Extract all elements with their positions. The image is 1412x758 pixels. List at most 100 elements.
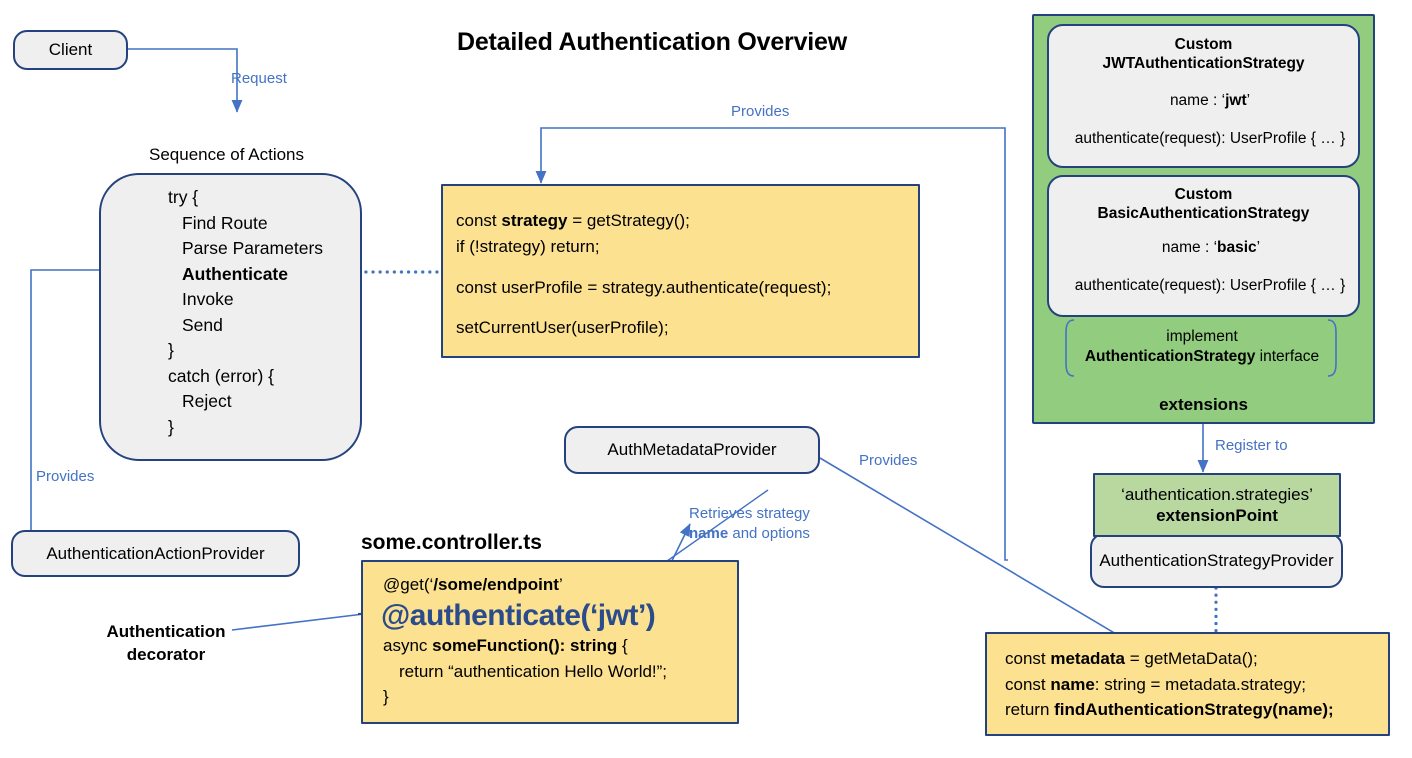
card-basic-title: Custom BasicAuthenticationStrategy — [1049, 177, 1358, 224]
sequence-line-close-try: } — [168, 340, 174, 360]
edge-label-provides-top: Provides — [731, 103, 790, 120]
note-implement-line1: implement — [1166, 328, 1238, 345]
card-jwt-title: Custom JWTAuthenticationStrategy — [1049, 26, 1358, 74]
sequence-line-find-route: Find Route — [182, 212, 268, 233]
card-jwt-name-row: name : ‘jwt’ — [1049, 74, 1358, 110]
controller-code-get-path: /some/endpoint — [433, 575, 559, 594]
controller-code-line-get: @get(‘/some/endpoint’ — [383, 572, 737, 598]
strategy-code-line-2: if (!strategy) return; — [456, 237, 600, 257]
controller-code-fn-post: { — [617, 636, 628, 656]
provider-code: const metadata = getMetaData(); const na… — [987, 634, 1388, 723]
caption-authentication-decorator-line2: decorator — [126, 644, 206, 664]
edge-label-retrieves-name: name — [689, 525, 729, 543]
card-jwt-title-line1: Custom — [1174, 36, 1233, 53]
edge-label-retrieves-line1: Retrieves strategy — [689, 505, 810, 522]
provider-code-l1-pre: const — [1005, 649, 1051, 668]
sequence-line-reject: Reject — [182, 391, 232, 411]
provider-code-l2-pre: const — [1005, 674, 1051, 694]
node-client-label: Client — [48, 40, 93, 59]
card-basic-authentication-strategy[interactable]: Custom BasicAuthenticationStrategy name … — [1047, 175, 1360, 317]
sequence-line-authenticate[interactable]: Authenticate — [182, 263, 288, 284]
note-implement-tail: interface — [1255, 348, 1320, 366]
caption-controller-filename: some.controller.ts — [361, 531, 542, 554]
sequence-line-try: try { — [168, 187, 199, 207]
strategy-code-spacer-2 — [456, 301, 918, 315]
sequence-line-close-catch: } — [168, 416, 174, 437]
edge-label-register-to: Register to — [1215, 437, 1288, 454]
node-authentication-action-provider-label: AuthenticationActionProvider — [46, 543, 265, 563]
strategy-code-line-1: const strategy = getStrategy(); — [456, 208, 918, 234]
caption-authentication-decorator-line1: Authentication — [106, 622, 226, 641]
card-jwt-name-value: jwt — [1225, 91, 1247, 109]
strategy-code-line-4: setCurrentUser(userProfile); — [456, 318, 669, 338]
node-extension-point-line2: extensionPoint — [1156, 506, 1278, 525]
node-auth-metadata-provider[interactable]: AuthMetadataProvider — [564, 426, 820, 474]
provider-code-l1-post: = getMetaData(); — [1125, 649, 1258, 668]
provider-code-l3-bold: findAuthenticationStrategy(name); — [1054, 700, 1334, 719]
controller-code-line-fn: async someFunction(): string { — [383, 633, 737, 659]
strategy-code-l1-pre: const — [456, 211, 502, 230]
node-controller-code-box[interactable]: @get(‘/some/endpoint’ @authenticate(‘jwt… — [361, 560, 739, 724]
edge-client-to-sequence — [128, 48, 243, 113]
card-basic-title-line1: Custom — [1174, 186, 1233, 203]
card-jwt-method: authenticate(request): UserProfile { … } — [1074, 129, 1346, 147]
card-basic-title-line2: BasicAuthenticationStrategy — [1097, 205, 1310, 223]
note-implement-interface-name: AuthenticationStrategy — [1084, 348, 1256, 366]
controller-code-fn-pre: async — [383, 636, 433, 656]
provider-code-l1-bold: metadata — [1050, 649, 1125, 668]
strategy-code-l1-bold: strategy — [501, 211, 568, 230]
node-client[interactable]: Client — [13, 30, 128, 70]
provider-code-line-2: const name: string = metadata.strategy; — [1005, 672, 1388, 698]
card-basic-name-row: name : ‘basic’ — [1049, 224, 1358, 257]
node-sequence-of-actions[interactable] — [99, 173, 362, 461]
sequence-line-catch: catch (error) { — [168, 365, 274, 386]
edge-label-retrieves-strategy: Retrieves strategy name and options — [689, 504, 810, 545]
controller-code-get-post: ’ — [558, 575, 563, 594]
sequence-line-send: Send — [182, 314, 223, 335]
node-extension-point[interactable]: ‘authentication.strategies’ extensionPoi… — [1093, 473, 1341, 537]
sequence-caption: Sequence of Actions — [149, 145, 305, 164]
controller-code-authenticate-decorator[interactable]: @authenticate(‘jwt’) — [381, 598, 656, 632]
controller-code-line-return: return “authentication Hello World!”; — [399, 661, 668, 681]
node-authentication-strategy-provider-label: AuthenticationStrategyProvider — [1099, 550, 1334, 570]
strategy-code-spacer-1 — [456, 261, 918, 275]
sequence-line-parse-parameters: Parse Parameters — [182, 238, 324, 258]
provider-code-l3-pre: return — [1005, 700, 1055, 719]
node-strategy-code-box[interactable]: const strategy = getStrategy(); if (!str… — [441, 184, 920, 358]
node-provider-code-box[interactable]: const metadata = getMetaData(); const na… — [985, 632, 1390, 736]
card-jwt-authentication-strategy[interactable]: Custom JWTAuthenticationStrategy name : … — [1047, 24, 1360, 168]
provider-code-line-1: const metadata = getMetaData(); — [1005, 646, 1388, 672]
edge-decorator-label-to-controller — [231, 612, 373, 631]
card-basic-method: authenticate(request): UserProfile { … } — [1074, 276, 1346, 294]
edge-label-provides-metadata: Provides — [859, 452, 918, 469]
card-jwt-name-close: ’ — [1246, 91, 1251, 109]
controller-code-line-close: } — [383, 687, 389, 707]
strategy-code-l1-post: = getStrategy(); — [567, 211, 690, 230]
caption-authentication-decorator: Authentication decorator — [96, 621, 236, 667]
edge-label-request: Request — [231, 70, 287, 87]
card-jwt-title-line2: JWTAuthenticationStrategy — [1102, 55, 1305, 73]
card-basic-name-value: basic — [1217, 238, 1257, 256]
node-auth-metadata-provider-label: AuthMetadataProvider — [607, 440, 777, 459]
controller-code: @get(‘/some/endpoint’ @authenticate(‘jwt… — [363, 562, 737, 710]
node-authentication-action-provider[interactable]: AuthenticationActionProvider — [11, 530, 300, 577]
edge-label-retrieves-line2: name and options — [689, 524, 810, 544]
card-basic-name-close: ’ — [1256, 238, 1261, 256]
node-authentication-strategy-provider[interactable]: AuthenticationStrategyProvider — [1090, 533, 1343, 588]
controller-code-fn-sig: someFunction(): string — [432, 636, 618, 656]
brace-implement-interface — [1065, 319, 1337, 377]
panel-extensions-footer: extensions — [1159, 395, 1248, 414]
strategy-code-line-3: const userProfile = strategy.authenticat… — [456, 277, 832, 297]
sequence-lines: try { Find Route Parse Parameters Authen… — [168, 185, 323, 440]
note-implement-interface: implement AuthenticationStrategy interfa… — [1066, 327, 1338, 367]
provider-code-line-3: return findAuthenticationStrategy(name); — [1005, 697, 1388, 723]
page-title: Detailed Authentication Overview — [457, 28, 847, 56]
sequence-line-invoke: Invoke — [182, 289, 234, 309]
note-implement-line2: AuthenticationStrategy interface — [1066, 347, 1338, 367]
provider-code-l2-bold: name — [1050, 674, 1095, 694]
edge-label-retrieves-tail: and options — [728, 525, 810, 543]
provider-code-l2-post: : string = metadata.strategy; — [1094, 674, 1306, 694]
node-extension-point-line1: ‘authentication.strategies’ — [1121, 484, 1313, 504]
controller-code-get-pre: @get(‘ — [383, 575, 434, 594]
